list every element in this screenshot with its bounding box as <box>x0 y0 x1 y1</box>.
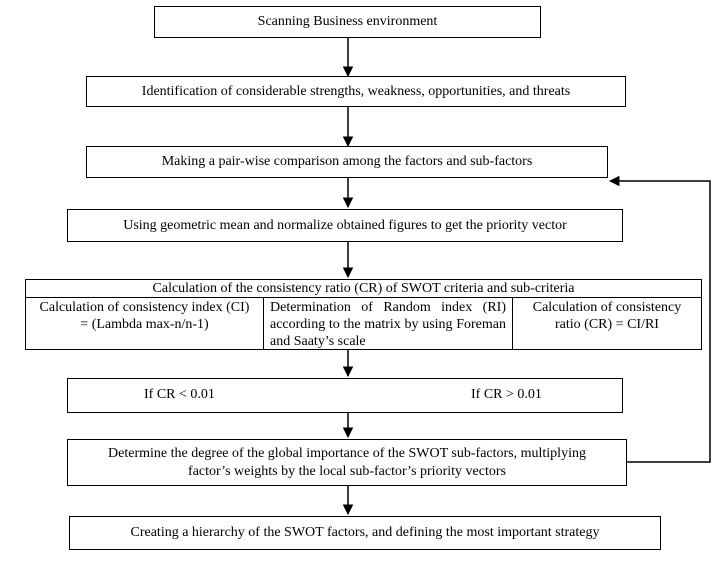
consistency-cr-cell: Calculation of consistency ratio (CR) = … <box>513 298 701 349</box>
step-global-label: Determine the degree of the global impor… <box>108 445 586 479</box>
consistency-header: Calculation of the consistency ratio (CR… <box>26 280 701 298</box>
step-pairwise-label: Making a pair-wise comparison among the … <box>161 154 533 169</box>
consistency-ri-label: Determination of Random index (RI) accor… <box>270 300 506 349</box>
step-geomean-label: Using geometric mean and normalize obtai… <box>123 217 567 233</box>
consistency-cr-label: Calculation of consistency ratio (CR) = … <box>532 300 682 332</box>
step-global-importance: Determine the degree of the global impor… <box>67 439 627 486</box>
consistency-ci-cell: Calculation of consistency index (CI) = … <box>26 298 264 349</box>
consistency-ci-label: Calculation of consistency index (CI) = … <box>39 300 250 332</box>
condition-cr-high: If CR > 0.01 <box>471 387 542 402</box>
step-create-hierarchy: Creating a hierarchy of the SWOT factors… <box>69 516 661 550</box>
step-identify-swot: Identification of considerable strengths… <box>86 76 626 107</box>
step-geometric-mean: Using geometric mean and normalize obtai… <box>67 209 623 242</box>
step-hierarchy-label: Creating a hierarchy of the SWOT factors… <box>130 525 600 540</box>
step-cr-condition: If CR < 0.01 If CR > 0.01 <box>67 378 623 413</box>
step-scan-environment: Scanning Business environment <box>154 6 541 38</box>
consistency-header-label: Calculation of the consistency ratio (CR… <box>152 281 575 296</box>
condition-cr-low: If CR < 0.01 <box>144 387 215 402</box>
step-pairwise-comparison: Making a pair-wise comparison among the … <box>86 146 608 178</box>
step-identify-label: Identification of considerable strengths… <box>141 83 571 99</box>
feedback-loop-arrow <box>608 175 711 463</box>
step-scan-label: Scanning Business environment <box>257 14 438 29</box>
consistency-ri-cell: Determination of Random index (RI) accor… <box>264 298 513 349</box>
consistency-table: Calculation of the consistency ratio (CR… <box>25 279 702 350</box>
